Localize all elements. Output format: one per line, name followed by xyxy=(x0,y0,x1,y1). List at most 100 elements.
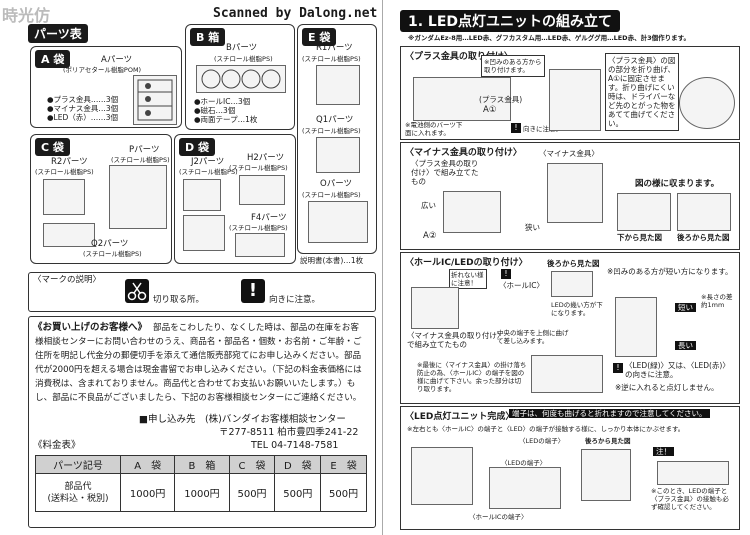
c-part-r2-material: (スチロール樹脂PS) xyxy=(35,168,94,176)
plus-label: (プラス金具) xyxy=(479,95,523,104)
complete-drawing-1 xyxy=(411,447,473,505)
d-part-f4-name: F4パーツ xyxy=(251,213,287,223)
complete-back-drawing xyxy=(581,449,631,501)
minus-fit-note: 図の様に収まります。 xyxy=(635,179,720,189)
hall-pin-label: 〈ホールICの端子〉 xyxy=(469,513,528,521)
b-box-tag: B 箱 xyxy=(190,28,226,46)
b-items: ●ホールIC…3個 ●磁石…3個 ●両面テープ…1枚 xyxy=(194,97,257,124)
b-item-hall-ic: ●ホールIC…3個 xyxy=(194,97,251,106)
manual-note: 説明書(本書)…1枚 xyxy=(300,256,364,265)
d-part-f4-material: (スチロール樹脂PS) xyxy=(229,224,288,232)
led-pin-label-2: 〈LEDの端子〉 xyxy=(501,459,547,467)
minus-wide-label: 広い xyxy=(421,201,436,210)
complete-caution: 注！ xyxy=(653,447,674,456)
q2-drawing xyxy=(43,223,95,247)
minus-label: 〈マイナス金具〉 xyxy=(539,149,599,158)
short-label: 短い xyxy=(675,303,696,312)
caution-label: 向きに注意。 xyxy=(269,295,321,305)
cut-label: 切り取る所。 xyxy=(153,295,205,305)
price-c: 500円 xyxy=(228,473,276,512)
price-b: 1000円 xyxy=(174,473,230,512)
led-caution-icon: ! xyxy=(613,363,623,373)
minus-part-drawing xyxy=(547,163,603,223)
minus-heading: 〈マイナス金具の取り付け〉 xyxy=(405,148,522,158)
hall-caution-bend: 折れない様に注意！ xyxy=(449,269,487,289)
c-part-r2-name: R2パーツ xyxy=(51,157,88,167)
customer-body: 部品をこわしたり、なくした時は、部品の在庫をお客様相談センターにお問い合わせのう… xyxy=(35,323,362,403)
minus-a2-label: A② xyxy=(423,231,437,241)
complete-contact-note: ※このとき、LEDの端子と〈プラス金具〉の接触も必ず確認してください。 xyxy=(651,487,729,511)
price-table: パーツ記号 A 袋 B 箱 C 袋 D 袋 E 袋 部品代 (送料込・税別) 1… xyxy=(35,455,367,512)
caution-icon: ! xyxy=(241,279,265,303)
a-item-led: ●LED（赤）……3個 xyxy=(47,113,119,122)
a-part-name: Aパーツ xyxy=(101,55,133,65)
plus-drawing xyxy=(413,77,511,121)
led-drawing xyxy=(615,297,657,357)
contact-tel: TEL 04-7148-7581 xyxy=(251,440,339,451)
long-label: 長い xyxy=(675,341,696,350)
hall-caution-icon: ! xyxy=(501,269,511,279)
price-d: 500円 xyxy=(274,473,322,512)
price-col-c: C 袋 xyxy=(228,455,276,474)
length-note: ※長さの差約1mm xyxy=(701,293,733,309)
plus-caution-icon: ! xyxy=(511,123,521,133)
view-below-drawing xyxy=(617,193,671,231)
view-back-drawing xyxy=(677,193,731,231)
c-part-p-name: Pパーツ xyxy=(129,145,160,155)
price-col-d: D 袋 xyxy=(274,455,322,474)
complete-plus-drawing xyxy=(657,461,729,485)
led-pin-label-1: 〈LEDの端子〉 xyxy=(519,437,565,445)
minus-narrow-label: 狭い xyxy=(525,223,540,232)
a-sprue-drawing xyxy=(133,75,177,125)
price-row-label: 部品代 (送料込・税別) xyxy=(35,473,121,512)
e-part-r1-material: (スチロール樹脂PS) xyxy=(302,55,361,63)
price-header-row: パーツ記号 A 袋 B 箱 C 袋 D 袋 E 袋 xyxy=(35,455,367,474)
b-part-name: Bパーツ xyxy=(226,43,258,53)
b-part-material: (スチロール樹脂PS) xyxy=(214,55,273,63)
b-sprue-drawing xyxy=(196,65,286,93)
c-bag-box: C 袋 R2パーツ (スチロール樹脂PS) Pパーツ (スチロール樹脂PS) Q… xyxy=(30,134,172,264)
plus-recess-callout: ※凹みのある方から取り付けます。 xyxy=(481,55,545,77)
hall-view-back: 後ろから見た図 xyxy=(547,259,600,268)
c-bag-tag: C 袋 xyxy=(35,138,70,156)
hall-final-note: ※最後に〈マイナス金具〉の掛け落ち防止の為、〈ホールIC〉の端子を図の様に曲げて… xyxy=(417,361,527,393)
hall-intro: 〈マイナス金具の取り付け〉で組み立てたもの xyxy=(407,331,505,349)
d-part-h2-name: H2パーツ xyxy=(247,153,285,163)
complete-section: 〈LED点灯ユニット完成〉 端子は、何度も曲げると折れますので注意してください。… xyxy=(400,406,740,530)
plus-a1-label: A① xyxy=(483,105,497,115)
c-part-q2-material: (スチロール樹脂PS) xyxy=(83,250,142,258)
page-subtitle: ※ガンダムEz-8用…LED赤、グフカスタム用…LED赤、ゲルググ用…LED赤、… xyxy=(408,34,690,42)
p-drawing xyxy=(109,165,167,229)
complete-warning: 端子は、何度も曲げると折れますので注意してください。 xyxy=(509,409,710,418)
plus-heading: 〈プラス金具の取り付け〉 xyxy=(405,52,513,62)
watermark: 時光仿 xyxy=(2,6,51,25)
hall-ic-label: 〈ホールIC〉 xyxy=(499,281,544,290)
q1-drawing xyxy=(316,137,360,173)
price-col-e: E 袋 xyxy=(320,455,367,474)
price-e: 500円 xyxy=(320,473,367,512)
led-direction-note: 〈LED(緑)〉又は、〈LED(赤)〉の向きに注意。 xyxy=(625,361,730,379)
hall-heading: 〈ホールIC/LEDの取り付け〉 xyxy=(405,258,528,268)
hall-back-drawing xyxy=(551,271,593,297)
hall-pin-drawing xyxy=(531,355,603,393)
f4-drawing-2 xyxy=(235,233,285,257)
complete-heading: 〈LED点灯ユニット完成〉 xyxy=(405,412,515,422)
minus-section: 〈マイナス金具の取り付け〉 〈プラス金具の取り付け〉で組み立てたもの 広い A②… xyxy=(400,142,740,250)
e-part-q1-name: Q1パーツ xyxy=(316,115,354,125)
a-item-minus: ●マイナス金具…3個 xyxy=(47,104,119,113)
a-items: ●プラス金具……3個 ●マイナス金具…3個 ●LED（赤）……3個 xyxy=(47,95,118,122)
hall-short-side-note: ※凹みのある方が短い方になります。 xyxy=(607,267,733,276)
e-bag-tag: E 袋 xyxy=(302,28,337,46)
hall-drawing xyxy=(411,287,459,329)
o-drawing xyxy=(308,201,368,243)
a-bag-box: A 袋 Aパーツ (ポリアセタール樹脂POM) ●プラス金具……3個 ●マイナス… xyxy=(30,46,182,128)
a-bag-tag: A 袋 xyxy=(35,50,71,68)
hall-led-direction: LEDの幾い方が下になります。 xyxy=(551,301,603,317)
minus-drawing xyxy=(443,191,501,233)
r1-drawing xyxy=(316,65,360,105)
complete-view-back: 後ろから見た図 xyxy=(585,437,631,445)
a-item-plus: ●プラス金具……3個 xyxy=(47,95,119,104)
minus-view-back: 後ろから見た図 xyxy=(677,233,730,242)
d-bag-tag: D 袋 xyxy=(179,138,215,156)
cut-icon xyxy=(125,279,149,303)
